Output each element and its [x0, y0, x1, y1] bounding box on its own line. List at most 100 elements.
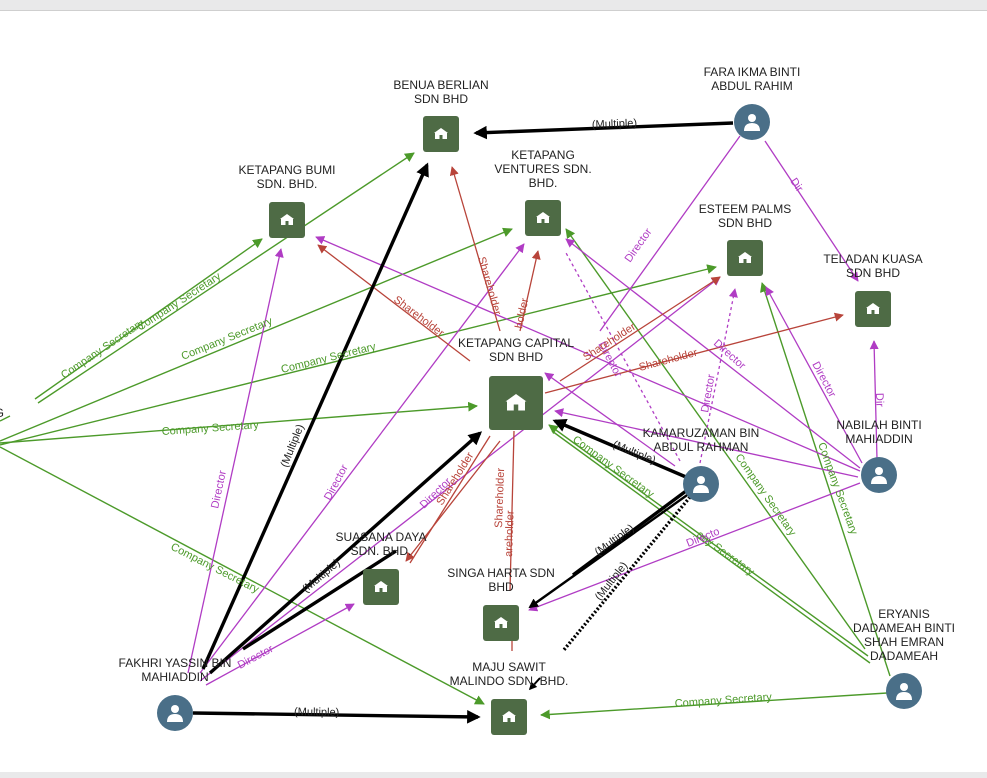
person-body-icon [744, 123, 760, 131]
edge-director [315, 236, 861, 472]
edge-label-multiple: (Multiple) [294, 706, 339, 719]
edge-label-director: Director [209, 469, 229, 509]
edge-label-director: Director [236, 643, 276, 672]
building-door-icon [439, 135, 443, 139]
edge-cs [0, 264, 717, 446]
node-label: MAHIADDIN [845, 432, 912, 446]
top-bar [0, 0, 987, 10]
building-icon [434, 128, 448, 139]
node-label: SDN BHD [718, 216, 772, 230]
building-icon [280, 214, 294, 225]
node-leftnode[interactable]: NG [0, 406, 4, 420]
node-label: MALINDO SDN. BHD. [450, 674, 569, 688]
edge-multiple [473, 121, 734, 140]
edge-cs [0, 415, 11, 422]
building-door-icon [285, 221, 289, 225]
person-body-icon [871, 476, 887, 484]
edge-label-company-secretary: Company Secretary [161, 419, 259, 438]
edge-cs [540, 692, 888, 720]
edge-director [554, 408, 859, 478]
building-door-icon [871, 310, 875, 314]
edge-multiple [201, 162, 429, 670]
edge-cs [760, 282, 891, 677]
edge-cs [565, 228, 866, 650]
relationship-graph[interactable]: Company Secretary Company Secretary Comp… [0, 11, 987, 773]
edge-label-director: Director [699, 373, 718, 413]
node-label: ESTEEM PALMS [699, 202, 791, 216]
building-icon [374, 581, 388, 592]
node-label: SHAH EMRAN [864, 635, 944, 649]
bottom-bar [0, 772, 987, 778]
edge-director [565, 238, 861, 469]
edge-director [765, 286, 863, 464]
person-icon [748, 114, 756, 122]
edge-label-shareholder: Shareholder [391, 294, 446, 340]
node-label: SDN BHD [489, 350, 543, 364]
node-label: KETAPANG BUMI [239, 163, 336, 177]
edge-multiple [528, 677, 541, 691]
edge-director [764, 140, 859, 282]
edge-director [599, 135, 741, 332]
edge-multiple [561, 495, 692, 653]
edge-director [869, 340, 879, 460]
node-label: ABDUL RAHIM [711, 79, 793, 93]
edge-label-company-secretary: Company Secretary [815, 441, 860, 537]
building-icon [866, 303, 880, 314]
edge-shareholder [559, 276, 721, 382]
edge-director [199, 276, 721, 682]
edge-shareholder [509, 430, 515, 592]
edge-label-company-secretary: Company Secretary [674, 691, 772, 710]
node-label: MAHIADDIN [141, 670, 208, 684]
node-label: ABDUL RAHMAN [654, 440, 749, 454]
node-label: SDN BHD [846, 266, 900, 280]
building-door-icon [379, 588, 383, 592]
building-door-icon [499, 624, 503, 628]
building-icon [536, 212, 550, 223]
edge-label-director: Dir [873, 393, 885, 408]
node-label: SDN. BHD. [257, 177, 318, 191]
shareholder-edges [317, 166, 844, 651]
building-door-icon [513, 404, 519, 411]
node-label: ERYANIS [878, 607, 930, 621]
node-label: VENTURES SDN. [494, 162, 591, 176]
node-label: BENUA BERLIAN [393, 78, 488, 92]
node-label: MAJU SAWIT [472, 660, 546, 674]
person-body-icon [167, 714, 183, 722]
edge-shareholder [405, 440, 501, 562]
node-label: FARA IKMA BINTI [704, 65, 801, 79]
node-label: NABILAH BINTI [836, 418, 921, 432]
building-icon [494, 617, 508, 628]
person-icon [900, 683, 908, 691]
person-body-icon [693, 485, 709, 493]
edge-shareholder [317, 244, 471, 362]
edge-cs [0, 446, 485, 705]
edge-label-director: Director [623, 226, 655, 265]
edge-multiple [552, 419, 687, 479]
network-graph-canvas[interactable]: Company Secretary Company Secretary Comp… [0, 10, 987, 773]
director-edges [187, 135, 879, 686]
edge-cs [37, 152, 415, 404]
node-label: SDN BHD [414, 92, 468, 106]
edge-cs [0, 227, 513, 442]
edge-multiple [242, 549, 397, 651]
edge-label-multiple: (Multiple) [593, 560, 630, 603]
node-label: DADAMEAH [870, 649, 938, 663]
edge-shareholder [449, 166, 501, 332]
person-body-icon [896, 692, 912, 700]
company-secretary-edges [0, 152, 891, 720]
